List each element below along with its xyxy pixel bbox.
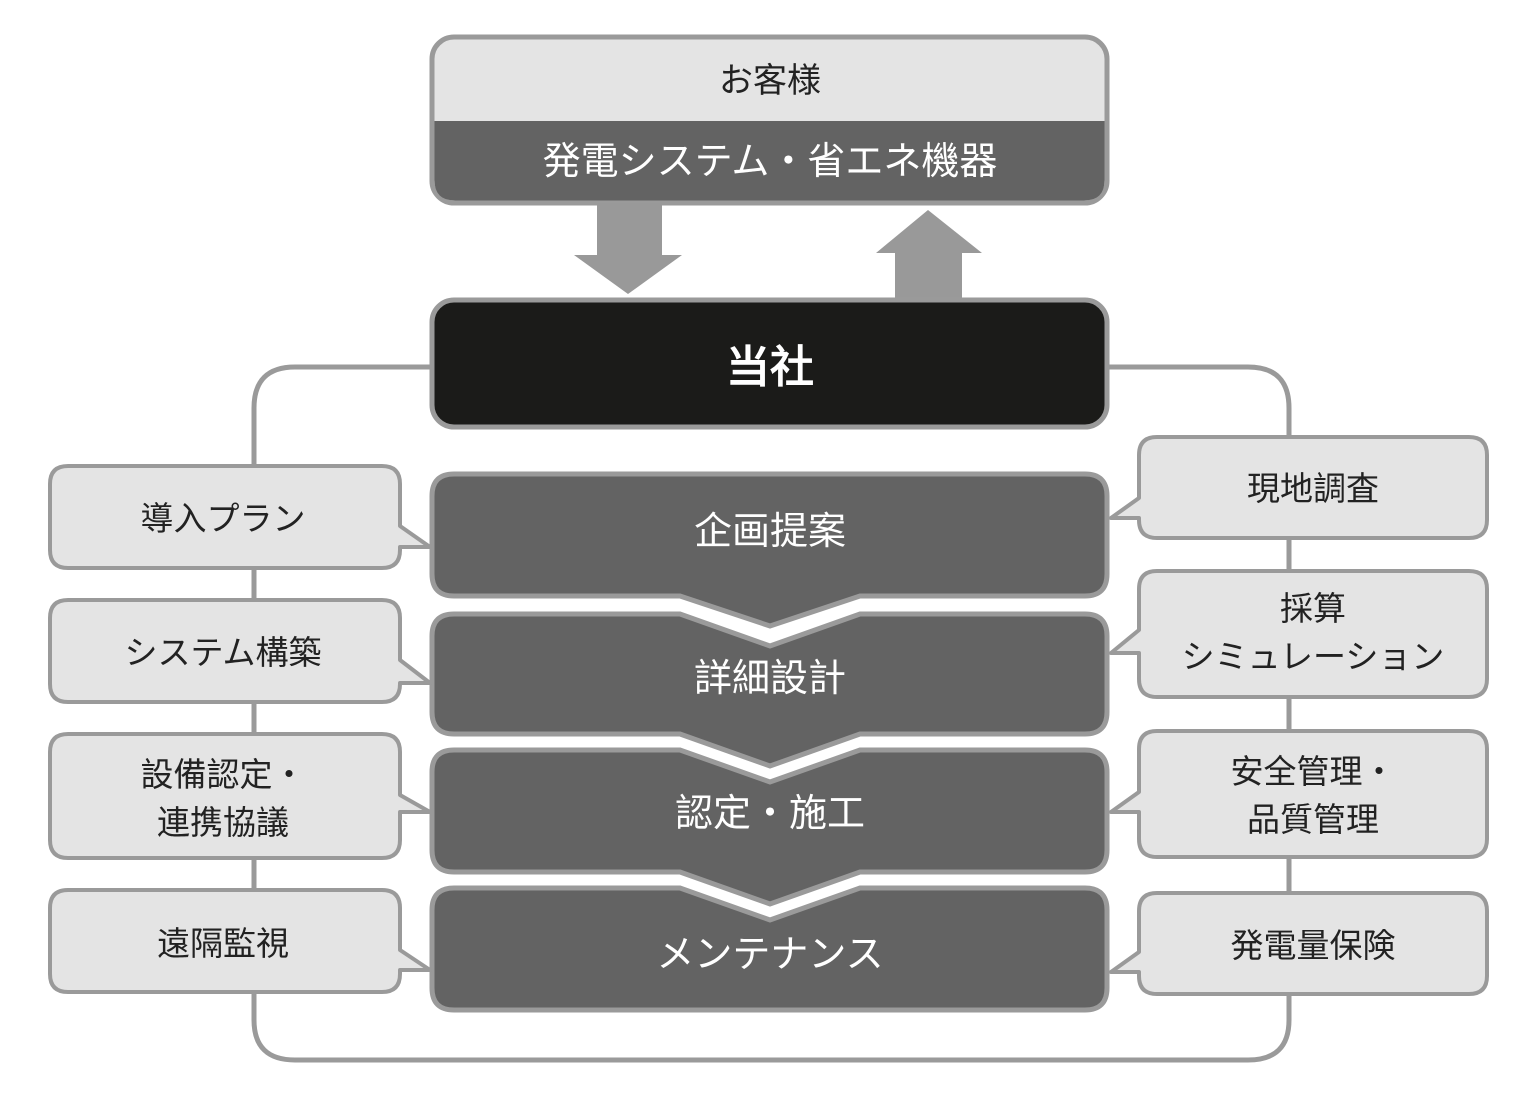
note-text: 安全管理・ [1231, 752, 1396, 791]
arrow-down-icon [574, 203, 682, 294]
note-text: 設備認定・ [141, 755, 306, 794]
customer-subtitle: 発電システム・省エネ機器 [543, 139, 998, 183]
step-design: 詳細設計 [429, 611, 1110, 769]
note-text: 現地調査 [1247, 469, 1379, 508]
customer-title: お客様 [719, 61, 821, 101]
step-maintenance: メンテナンス [429, 885, 1110, 1013]
left-note-intro-plan: 導入プラン [48, 464, 432, 570]
right-note-power-insurance: 発電量保険 [1109, 891, 1489, 996]
note-text: システム構築 [124, 633, 321, 672]
customer-box: お客様 発電システム・省エネ機器 [429, 34, 1110, 206]
loop-frame [251, 364, 1292, 1063]
customer-subtitle-band [434, 121, 1105, 201]
left-note-certification: 設備認定・ 連携協議 [48, 732, 432, 860]
note-text: 採算 [1280, 589, 1346, 628]
step-label: 認定・施工 [675, 791, 865, 835]
step-plan: 企画提案 [429, 471, 1110, 629]
company-box: 当社 [429, 297, 1110, 430]
note-text: 発電量保険 [1231, 926, 1396, 965]
note-text: 連携協議 [157, 803, 289, 842]
step-label: 企画提案 [694, 509, 846, 553]
right-note-safety-quality: 安全管理・ 品質管理 [1109, 729, 1489, 859]
note-text: シミュレーション [1182, 637, 1445, 676]
note-text: 遠隔監視 [157, 924, 289, 963]
note-text: 品質管理 [1247, 800, 1379, 839]
left-note-remote-monitoring: 遠隔監視 [48, 888, 432, 994]
right-note-site-survey: 現地調査 [1109, 435, 1489, 540]
right-note-profitability-simulation: 採算 シミュレーション [1109, 569, 1489, 699]
step-construction: 認定・施工 [429, 747, 1110, 907]
left-note-system-build: システム構築 [48, 598, 432, 704]
step-label: 詳細設計 [694, 656, 846, 700]
company-title: 当社 [726, 342, 814, 393]
step-label: メンテナンス [656, 932, 883, 976]
arrow-up-icon [876, 210, 982, 300]
note-text: 導入プラン [141, 499, 306, 538]
